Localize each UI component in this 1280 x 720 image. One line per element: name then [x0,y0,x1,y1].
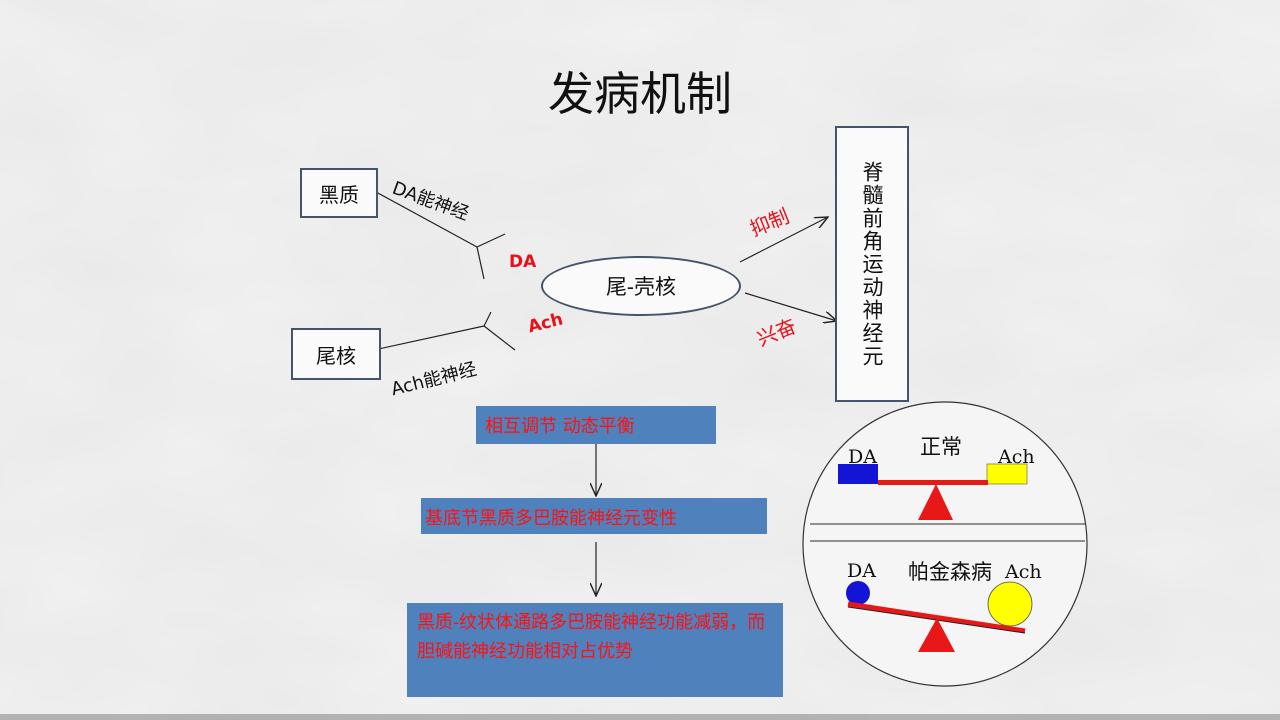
disease-beam [847,601,1026,634]
da-nerve-fork-b [476,246,485,280]
disease-da-ball [846,581,870,605]
disease-label: 帕金森病 [908,560,992,584]
disease-ach-label: Ach [1004,561,1042,583]
node-striatum: 尾-壳核 [541,256,741,316]
node-spinal-motor-neuron: 脊髓前角运动神经元 [835,126,909,402]
normal-fulcrum [918,484,953,520]
disease-ach-ball [987,581,1033,627]
disease-da-label: DA [847,560,876,582]
normal-ach-label: Ach [997,446,1035,468]
normal-ach-block [986,463,1028,485]
ach-nerve-fork-b [483,325,516,351]
normal-label: 正常 [920,435,962,459]
ach-nerve-fork-a [483,311,492,327]
flow-step-1: 相互调节 动态平衡 [476,406,716,444]
flow-step-3: 黑质-纹状体通路多巴胺能神经功能减弱，而胆碱能神经功能相对占优势 [407,603,783,697]
excite-arrow [744,292,837,321]
normal-beam [878,480,988,485]
normal-da-block [838,464,878,484]
node-caudate: 尾核 [291,328,381,380]
inhibit-arrow [739,217,828,263]
disease-fulcrum [918,618,955,652]
da-nerve-line [375,191,478,248]
page-title: 发病机制 [548,67,732,121]
label-da: DA [509,252,537,272]
normal-da-label: DA [848,446,877,468]
flow-step-2: 基底节黑质多巴胺能神经元变性 [421,498,767,534]
node-substantia-nigra: 黑质 [300,168,378,218]
balance-diagram: 正常 DA Ach 帕金森病 DA Ach [802,401,1088,687]
da-nerve-fork-a [476,233,506,248]
